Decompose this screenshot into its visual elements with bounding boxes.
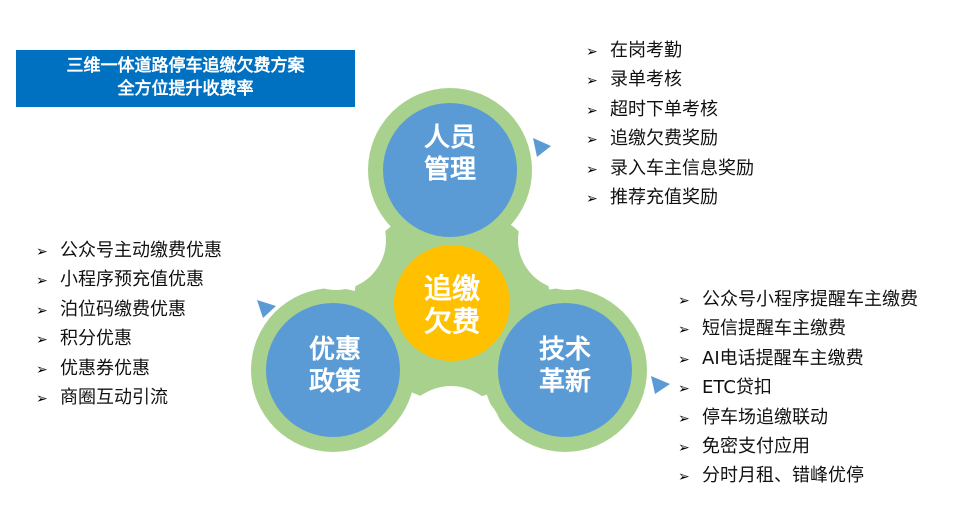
arrow-bullet-icon: ➢ <box>678 293 690 309</box>
triangle-pointer-right <box>651 376 670 394</box>
policy-list: ➢ 公众号主动缴费优惠 ➢ 小程序预充值优惠 ➢ 泊位码缴费优惠 ➢ 积分优惠 ➢ 优惠券优惠 ➢ 商… <box>36 236 222 412</box>
arrow-bullet-icon: ➢ <box>678 469 690 486</box>
list-item-text: 免密支付应用 <box>702 435 810 457</box>
center-circle <box>394 245 510 361</box>
lobe-left-label: 优惠 政策 <box>290 334 380 398</box>
arrow-bullet-icon: ➢ <box>36 244 48 260</box>
lobe-right-circle <box>498 303 632 437</box>
list-item-text: 公众号主动缴费优惠 <box>60 240 222 261</box>
list-item: ➢ 超时下单考核 <box>586 95 754 124</box>
lobe-top-line1: 人员 <box>423 123 476 153</box>
list-item: ➢ 在岗考勤 <box>586 36 754 65</box>
list-item: ➢ 商圈互动引流 <box>36 383 222 412</box>
list-item: ➢ AI电话提醒车主缴费 <box>678 344 918 373</box>
list-item-text: 推荐充值奖励 <box>610 186 718 208</box>
lobe-top-line2: 管理 <box>423 155 476 185</box>
arrow-bullet-icon: ➢ <box>586 190 598 207</box>
list-item: ➢ 公众号主动缴费优惠 <box>36 236 222 265</box>
list-item-text: 泊位码缴费优惠 <box>60 298 186 320</box>
arrow-bullet-icon: ➢ <box>586 161 598 178</box>
list-item-text: 停车场追缴联动 <box>702 406 828 428</box>
lobe-right-line1: 技术 <box>538 335 591 365</box>
list-item: ➢ 分时月租、错峰优停 <box>678 461 918 490</box>
list-item: ➢ 录单考核 <box>586 65 754 94</box>
list-item: ➢ 公众号小程序提醒车主缴费 <box>678 285 918 314</box>
arrow-bullet-icon: ➢ <box>586 132 598 149</box>
arrow-bullet-icon: ➢ <box>36 332 48 349</box>
list-item-text: 分时月租、错峰优停 <box>702 465 864 487</box>
lobe-top-circle <box>383 103 517 237</box>
body-cutouts <box>286 190 618 490</box>
list-item-text: 在岗考勤 <box>610 40 682 61</box>
list-item: ➢ 优惠券优惠 <box>36 354 222 383</box>
list-item-text: 公众号小程序提醒车主缴费 <box>702 289 918 310</box>
arrow-bullet-icon: ➢ <box>586 73 598 90</box>
list-item-text: 超时下单考核 <box>610 98 718 120</box>
list-item: ➢ ETC贷扣 <box>678 373 918 402</box>
list-item-text: 优惠券优惠 <box>60 357 150 379</box>
lobe-right-label: 技术 革新 <box>520 334 610 398</box>
arrow-bullet-icon: ➢ <box>36 361 48 378</box>
lobe-left-line1: 优惠 <box>308 335 361 365</box>
arrow-bullet-icon: ➢ <box>36 273 48 290</box>
list-item: ➢ 小程序预充值优惠 <box>36 265 222 294</box>
list-item: ➢ 免密支付应用 <box>678 432 918 461</box>
list-item-text: 录单考核 <box>610 69 682 91</box>
lobe-right-line2: 革新 <box>538 367 591 397</box>
title-line-2: 全方位提升收费率 <box>117 79 254 99</box>
arrow-bullet-icon: ➢ <box>678 410 690 427</box>
list-item: ➢ 积分优惠 <box>36 324 222 353</box>
personnel-list: ➢ 在岗考勤 ➢ 录单考核 ➢ 超时下单考核 ➢ 追缴欠费奖励 ➢ 录入车主信息奖励 ➢ 推荐充值奖励 <box>586 36 754 212</box>
arrow-bullet-icon: ➢ <box>586 44 598 60</box>
center-line1: 追缴 <box>423 272 480 305</box>
tech-list: ➢公众号小程序提醒车主缴费➢短信提醒车主缴费➢AI电话提醒车主缴费➢ETC贷扣➢… <box>678 285 918 491</box>
arrow-bullet-icon: ➢ <box>678 322 690 339</box>
list-item-text: 短信提醒车主缴费 <box>702 318 846 340</box>
list-item: ➢ 泊位码缴费优惠 <box>36 295 222 324</box>
lobe-left-circle <box>266 303 400 437</box>
list-item: ➢ 录入车主信息奖励 <box>586 154 754 183</box>
arrow-bullet-icon: ➢ <box>678 351 690 368</box>
arrow-bullet-icon: ➢ <box>678 439 690 456</box>
list-item-text: 录入车主信息奖励 <box>610 157 754 179</box>
lobe-left-line2: 政策 <box>308 367 361 397</box>
list-item: ➢ 短信提醒车主缴费 <box>678 314 918 343</box>
list-item: ➢ 追缴欠费奖励 <box>586 124 754 153</box>
arrow-bullet-icon: ➢ <box>36 390 48 407</box>
center-line2: 欠费 <box>423 305 480 338</box>
title-line-1: 三维一体道路停车追缴欠费方案 <box>66 56 305 76</box>
list-item-text: 商圈互动引流 <box>60 386 168 408</box>
list-item-text: 积分优惠 <box>60 328 132 350</box>
list-item: ➢ 停车场追缴联动 <box>678 403 918 432</box>
list-item-text: AI电话提醒车主缴费 <box>702 347 864 369</box>
arrow-bullet-icon: ➢ <box>36 302 48 319</box>
title-banner: 三维一体道路停车追缴欠费方案 全方位提升收费率 <box>16 50 355 107</box>
arrow-bullet-icon: ➢ <box>678 381 690 398</box>
list-item-text: 追缴欠费奖励 <box>610 128 718 150</box>
list-item: ➢ 推荐充值奖励 <box>586 183 754 212</box>
list-item-text: 小程序预充值优惠 <box>60 269 204 291</box>
list-item-text: ETC贷扣 <box>702 377 772 399</box>
triangle-pointer-top <box>533 138 551 157</box>
center-label: 追缴 欠费 <box>407 272 497 338</box>
triangle-pointer-left <box>257 300 276 318</box>
arrow-bullet-icon: ➢ <box>586 102 598 119</box>
lobe-top-label: 人员 管理 <box>405 122 495 186</box>
